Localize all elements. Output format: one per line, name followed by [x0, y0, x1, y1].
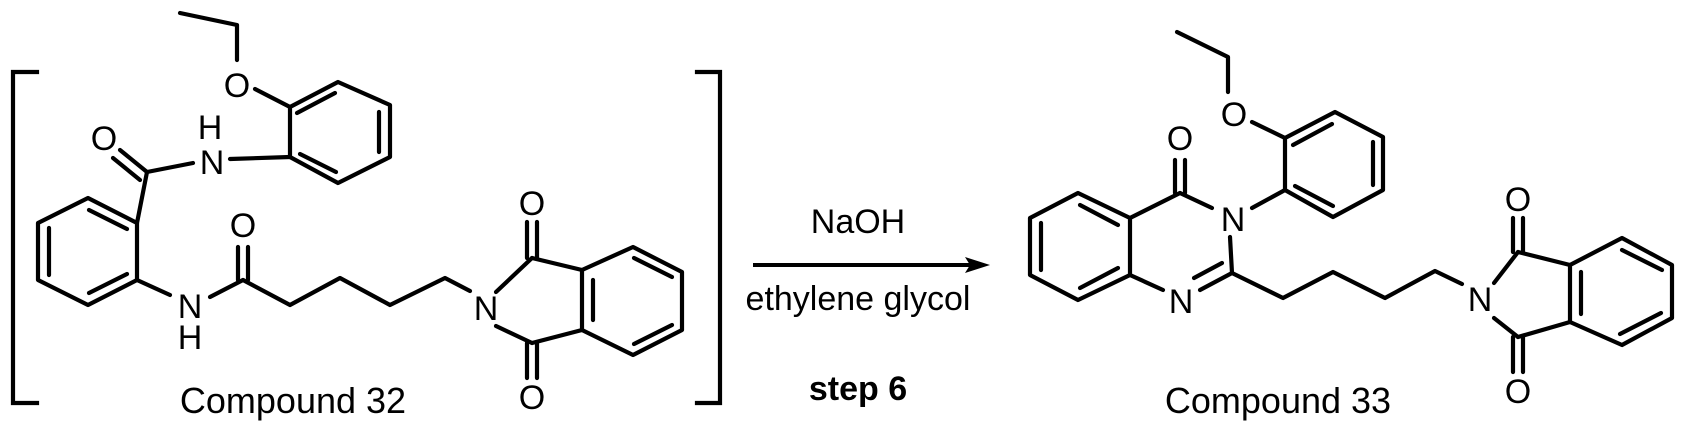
atom-imide-n: N	[474, 290, 499, 328]
atom-imide-n: N	[1468, 281, 1493, 319]
bond-c-o-double-b	[110, 155, 143, 183]
butyl-linker	[1229, 268, 1465, 301]
atom-amide-n-bottom: N	[178, 288, 203, 326]
anthranilamide-ring	[35, 195, 140, 308]
compound-32-label: Compound 32	[180, 380, 406, 421]
atom-n1: N	[1169, 283, 1194, 321]
ethyl-chain	[1174, 29, 1231, 95]
bond-n-aryl	[227, 154, 293, 162]
butyl-linker	[240, 275, 473, 308]
phthalimide-group	[1491, 215, 1675, 375]
bond-c-n-amide	[144, 160, 196, 175]
left-bracket	[10, 69, 40, 406]
right-bracket	[694, 69, 723, 406]
atom-amide-h-top: H	[198, 109, 223, 147]
atom-amide-o-bottom: O	[230, 207, 256, 245]
atom-ether-oxygen: O	[1221, 96, 1247, 134]
bond-ring-n	[134, 277, 173, 298]
arrow-head-icon	[965, 257, 990, 273]
phthalimide-group	[493, 219, 685, 381]
quinazolinone-core	[1027, 157, 1288, 303]
compound-33-structure: O O	[1027, 29, 1675, 421]
solvent-ethylene-glycol: ethylene glycol	[746, 280, 971, 318]
reaction-arrow: NaOH ethylene glycol step 6	[746, 203, 990, 408]
atom-carbonyl-oxygen: O	[1167, 120, 1193, 158]
atom-imide-o-top: O	[519, 185, 545, 223]
atom-imide-o-bottom: O	[519, 379, 545, 417]
compound-33-label: Compound 33	[1165, 380, 1391, 421]
atom-ether-oxygen: O	[224, 67, 250, 105]
ethoxyphenyl-ring	[1282, 109, 1386, 220]
atom-n3: N	[1221, 201, 1246, 239]
ethoxyphenyl-ring	[287, 79, 393, 186]
step-label: step 6	[809, 370, 907, 408]
atom-amide-o-top: O	[91, 120, 117, 158]
atom-amide-h-bottom: H	[178, 319, 203, 357]
atom-imide-o-bottom: O	[1505, 373, 1531, 411]
atom-amide-n-top: N	[200, 144, 225, 182]
bond-o-aryl	[252, 86, 293, 110]
compound-32-structure: O H N O N H O	[10, 10, 723, 421]
reagent-naoh: NaOH	[811, 203, 905, 241]
bond-c-o-double-a	[117, 147, 150, 175]
bond-c-ring	[134, 169, 150, 226]
bond-o-aryl	[1249, 119, 1288, 141]
atom-imide-o-top: O	[1505, 181, 1531, 219]
ethyl-chain	[177, 10, 240, 63]
bond-n-c	[207, 277, 246, 300]
